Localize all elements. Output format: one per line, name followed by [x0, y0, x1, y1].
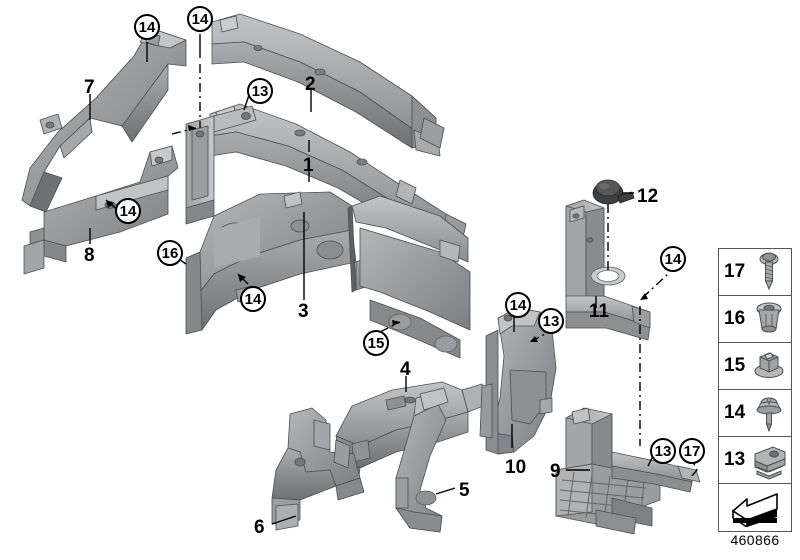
callout-8-7[interactable]: 8: [84, 245, 95, 266]
callout-14-0[interactable]: 14: [134, 14, 160, 40]
callout-7-2[interactable]: 7: [84, 77, 95, 98]
diagram-id: 460866: [730, 532, 780, 548]
callout-14-15[interactable]: 14: [505, 292, 531, 318]
legend-number: 17: [724, 261, 746, 282]
callout-9-19[interactable]: 9: [550, 461, 561, 482]
callout-13-16[interactable]: 13: [538, 308, 564, 334]
callout-14-9[interactable]: 14: [240, 286, 266, 312]
legend-number: 16: [724, 308, 746, 329]
callout-17-21[interactable]: 17: [679, 438, 705, 464]
legend-row-16[interactable]: 16: [719, 296, 791, 343]
hex-flange-screw-icon: [747, 249, 791, 295]
legend-number: 14: [724, 402, 746, 423]
callout-10-18[interactable]: 10: [505, 457, 527, 478]
callout-14-13[interactable]: 14: [660, 246, 686, 272]
callout-12-12[interactable]: 12: [637, 186, 659, 207]
legend-row-15[interactable]: 15: [719, 343, 791, 390]
callout-2-3[interactable]: 2: [305, 74, 316, 95]
legend-number: 13: [724, 449, 746, 470]
callout-13-20[interactable]: 13: [650, 438, 676, 464]
callout-5-22[interactable]: 5: [459, 480, 470, 501]
part-2-shape: [211, 13, 445, 157]
callout-13-4[interactable]: 13: [247, 78, 273, 104]
callout-14-6[interactable]: 14: [115, 198, 141, 224]
callout-4-17[interactable]: 4: [400, 359, 411, 380]
part-7-shape: [21, 27, 187, 213]
callout-15-11[interactable]: 15: [363, 330, 389, 356]
legend-row-17[interactable]: 17: [719, 249, 791, 296]
callout-11-14[interactable]: 11: [589, 301, 610, 322]
part-8-shape: [23, 145, 179, 275]
part-10-shape: [479, 307, 557, 455]
part-9-shape: [555, 407, 701, 535]
part-6-shape: [271, 407, 365, 531]
push-pin-clip-icon: [747, 390, 791, 436]
legend-row-13[interactable]: 13: [719, 437, 791, 484]
legend-row-arrow[interactable]: [719, 484, 791, 531]
part-5-shape: [395, 387, 449, 533]
callout-16-8[interactable]: 16: [157, 240, 183, 266]
callout-14-1[interactable]: 14: [187, 6, 213, 32]
direction-arrow-icon: [719, 484, 791, 531]
speed-clip-nut-icon: [747, 437, 791, 483]
callout-3-10[interactable]: 3: [298, 301, 309, 322]
part-11-shape: [565, 199, 651, 341]
legend-row-14[interactable]: 14: [719, 390, 791, 437]
legend-number: 15: [724, 355, 746, 376]
part-3-shape: [185, 191, 471, 359]
fastener-legend: 17 16 15 14 13: [718, 248, 792, 532]
callout-6-23[interactable]: 6: [254, 517, 265, 538]
flange-nut-icon: [747, 343, 791, 389]
expanding-rivet-icon: [747, 296, 791, 342]
part-12-shape: [592, 179, 635, 205]
callout-1-5[interactable]: 1: [303, 155, 314, 176]
